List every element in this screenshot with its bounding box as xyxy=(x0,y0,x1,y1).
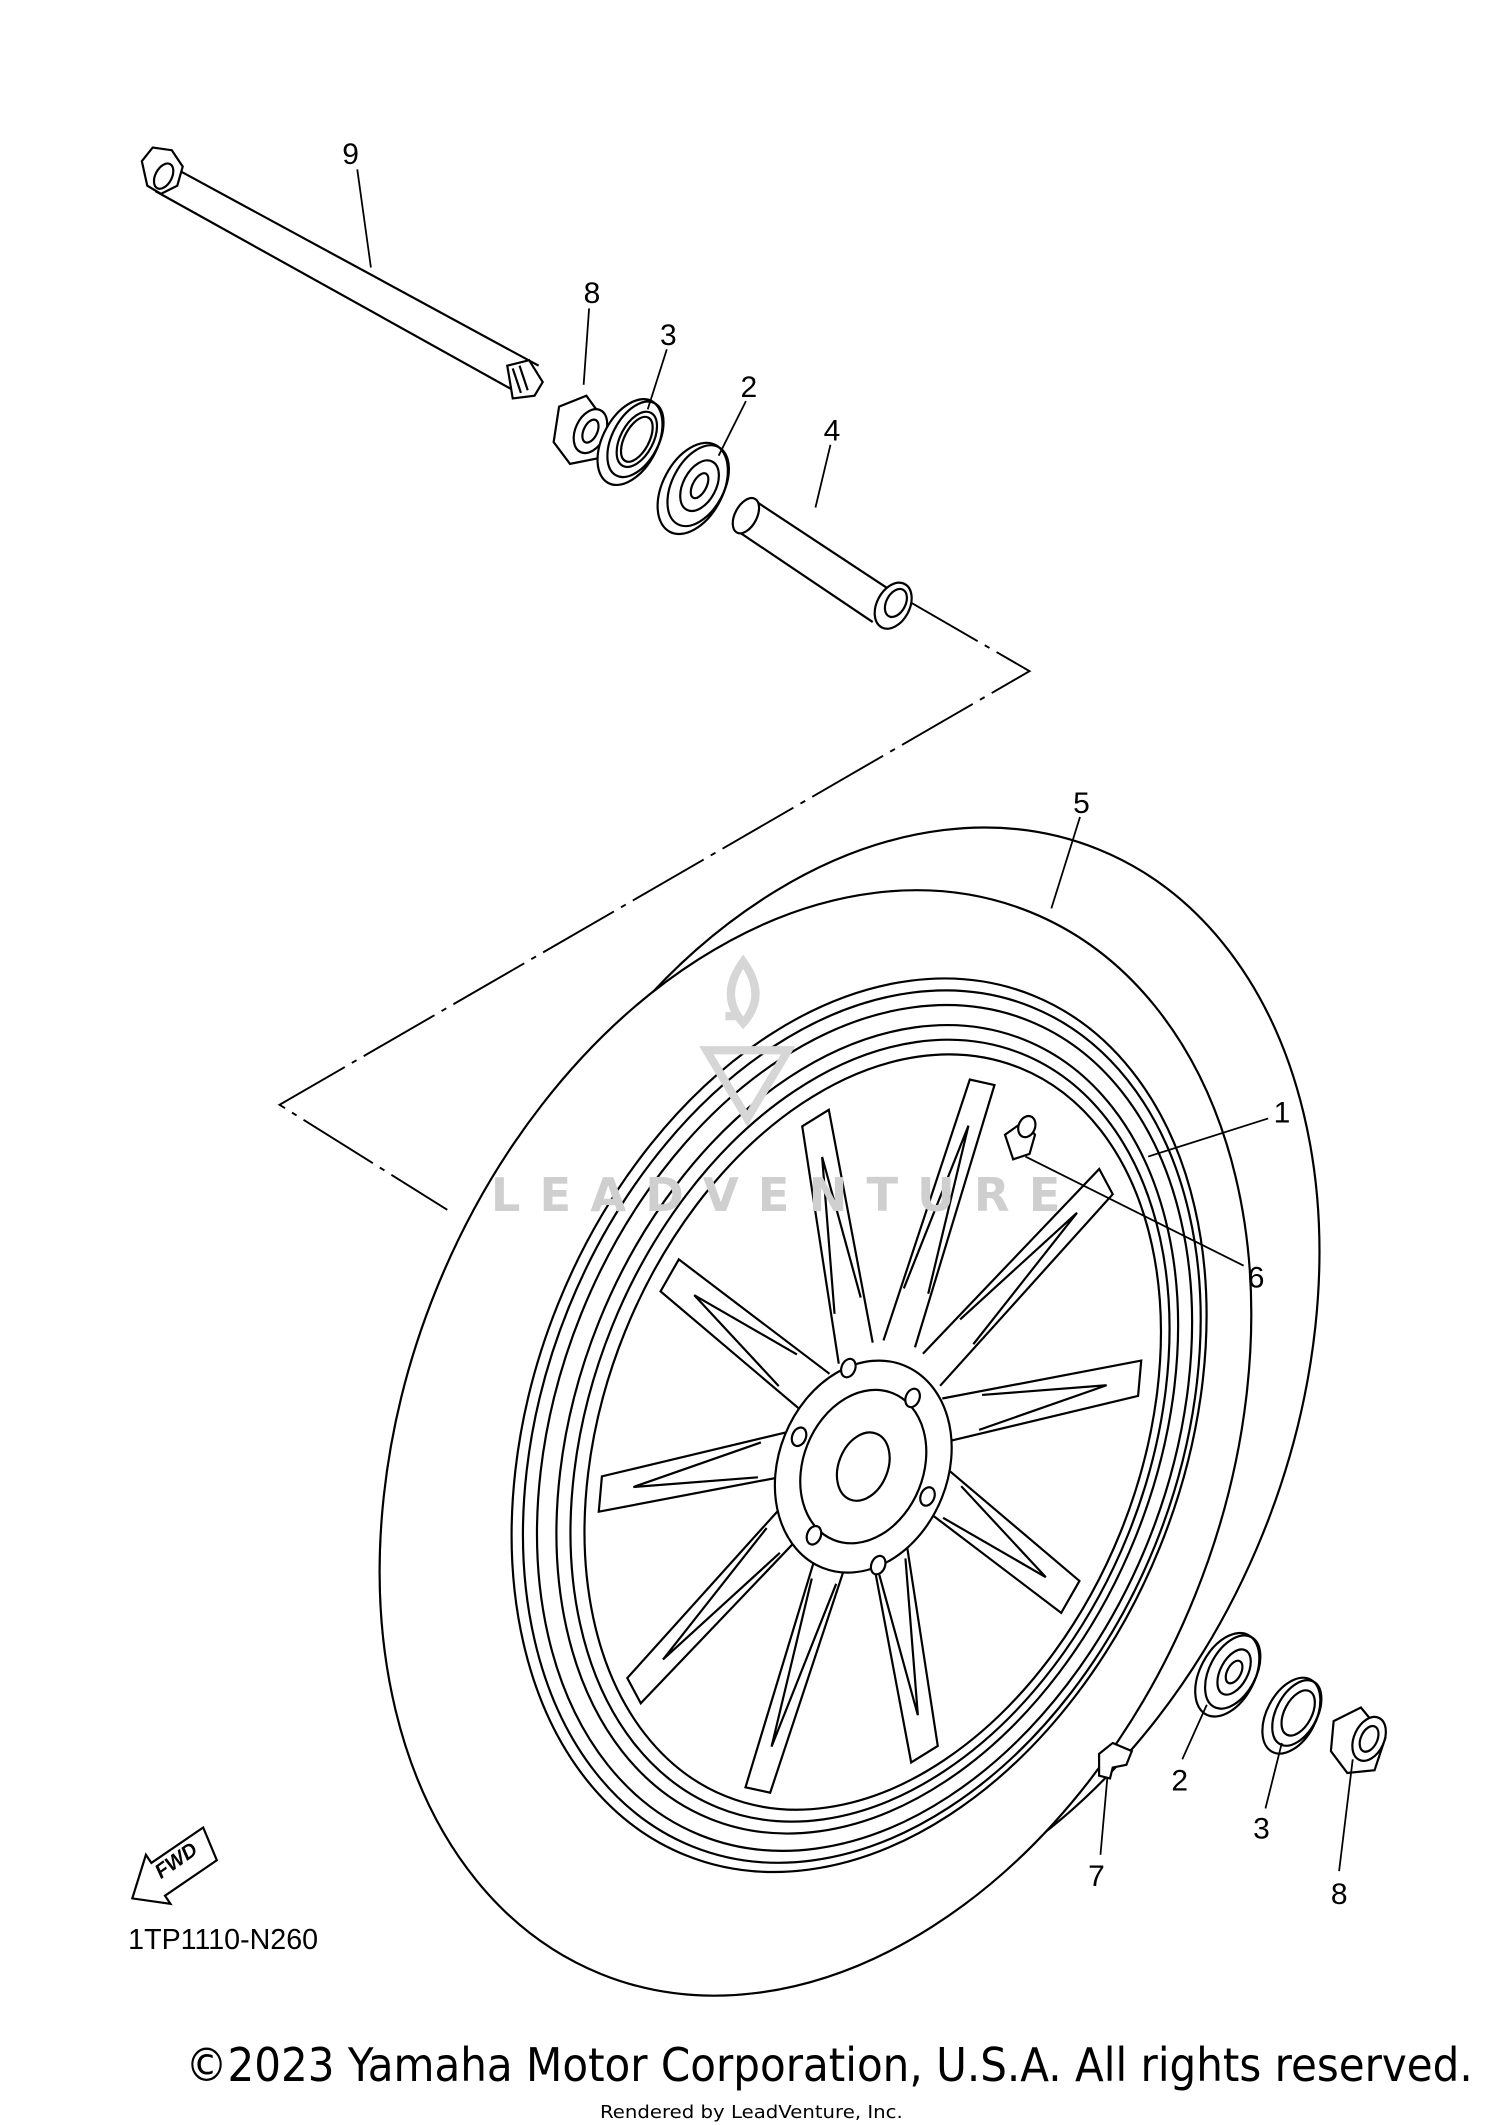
spoke xyxy=(922,1167,1115,1387)
fwd-arrow-icon: FWD xyxy=(130,1825,219,1906)
spoke xyxy=(866,1508,939,1765)
oil-seal-part-3-bottom[interactable] xyxy=(1250,1668,1332,1763)
spoke-groove xyxy=(693,1294,798,1387)
spoke-groove xyxy=(942,1485,1047,1579)
disc-mount xyxy=(799,1388,928,1545)
leader-lines xyxy=(356,169,1354,1872)
spoke xyxy=(625,1485,818,1706)
rim-ring xyxy=(555,1024,1180,1835)
callout-3-bottom[interactable]: 3 xyxy=(1253,1812,1270,1845)
spoke-groove xyxy=(821,1156,862,1314)
callout-2-top[interactable]: 2 xyxy=(740,371,757,404)
callout-7[interactable]: 7 xyxy=(1088,1860,1105,1893)
bolt-hole xyxy=(919,1486,936,1507)
spoke xyxy=(801,1108,874,1364)
bolt-hole xyxy=(869,1554,887,1576)
rim-ring xyxy=(583,1053,1163,1811)
copyright-text: ©2023 Yamaha Motor Corporation, U.S.A. A… xyxy=(185,2038,1472,2092)
rim-ring xyxy=(521,989,1202,1864)
spoke xyxy=(882,1078,996,1348)
bearing-part-2-top[interactable] xyxy=(643,431,742,546)
bolt-hole xyxy=(805,1524,823,1546)
callout-1[interactable]: 1 xyxy=(1274,1097,1291,1130)
spoke xyxy=(659,1257,831,1416)
callout-5[interactable]: 5 xyxy=(1073,787,1090,820)
spoke-groove xyxy=(770,1578,838,1748)
axle-part-9[interactable] xyxy=(140,146,545,400)
spoke-groove xyxy=(959,1211,1078,1345)
axle-bore xyxy=(835,1431,891,1502)
axis-centerline xyxy=(277,599,1032,1211)
watermark-text: LEADVENTURE xyxy=(491,1168,1080,1222)
spoke-groove xyxy=(633,1441,762,1489)
callout-8-top[interactable]: 8 xyxy=(584,277,601,310)
callout-8-bottom[interactable]: 8 xyxy=(1331,1878,1348,1911)
spoke xyxy=(597,1427,802,1514)
leadventure-watermark: LEADVENTURE xyxy=(491,954,1080,1222)
valve-cap xyxy=(1017,1114,1037,1139)
spoke-groove xyxy=(902,1125,970,1295)
rendered-by-text: Rendered by LeadVenture, Inc. xyxy=(600,2103,903,2123)
bolt-hole xyxy=(904,1387,921,1409)
spoke-groove xyxy=(878,1558,919,1716)
oil-seal-part-3-top[interactable] xyxy=(584,388,676,495)
spoke xyxy=(938,1359,1143,1445)
rim-ring xyxy=(510,977,1208,1874)
bolt-hole xyxy=(790,1426,808,1448)
callout-3-top[interactable]: 3 xyxy=(660,319,677,352)
spoke-groove xyxy=(662,1527,781,1661)
rim-ring xyxy=(569,1038,1171,1823)
spoke-groove xyxy=(978,1384,1107,1431)
bolt-hole xyxy=(840,1357,857,1379)
spoke xyxy=(744,1524,858,1795)
bearing-part-2-bottom[interactable] xyxy=(1182,1622,1272,1727)
callout-2-bottom[interactable]: 2 xyxy=(1171,1765,1188,1798)
wheel-assembly xyxy=(378,826,1321,1997)
rim-ring xyxy=(535,1003,1194,1852)
collar-part-4[interactable] xyxy=(727,494,919,635)
callout-4[interactable]: 4 xyxy=(824,415,841,448)
spoke xyxy=(909,1456,1081,1615)
diagram-code: 1TP1110-N260 xyxy=(128,1924,318,1956)
callout-9[interactable]: 9 xyxy=(342,138,359,171)
balance-weight-part-7[interactable] xyxy=(1098,1741,1134,1780)
spacer-part-8-bottom[interactable] xyxy=(1329,1706,1393,1775)
callout-6[interactable]: 6 xyxy=(1248,1262,1265,1295)
